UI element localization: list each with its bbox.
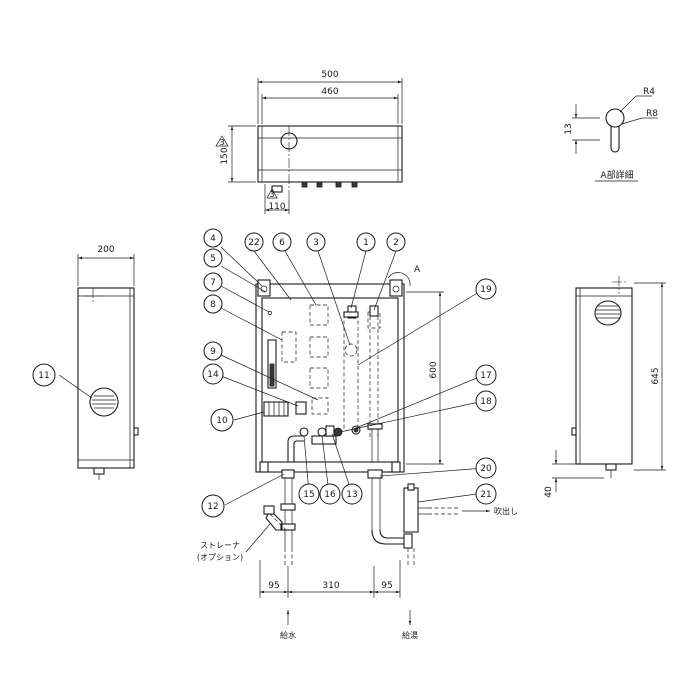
svg-text:2: 2 — [393, 238, 399, 248]
callout-21: 21 — [475, 483, 497, 505]
detail-dim-13: 13 — [564, 123, 574, 134]
callout-8: 8 — [203, 294, 223, 314]
top-view-body — [257, 125, 403, 183]
callout-12: 12 — [201, 494, 225, 518]
svg-text:13: 13 — [346, 490, 357, 500]
left-side-view: 200 — [77, 245, 139, 480]
svg-text:1: 1 — [363, 238, 369, 248]
strainer-label-1: ストレーナ — [200, 541, 240, 550]
callout-16: 16 — [319, 483, 341, 505]
callout-11: 11 — [32, 363, 56, 387]
callout-9: 9 — [203, 341, 223, 361]
callout-17: 17 — [475, 364, 497, 386]
callout-10: 10 — [210, 408, 234, 432]
callout-7: 7 — [203, 272, 223, 292]
top-view: 500 460 150 3 110 3 — [215, 70, 403, 214]
spout-label: 吹出し — [494, 506, 518, 516]
svg-text:19: 19 — [480, 285, 492, 295]
callout-bubbles: 1 2 3 4 5 6 7 8 9 10 11 12 13 14 15 16 1… — [32, 228, 497, 518]
right-side-vent — [594, 300, 622, 326]
callout-6: 6 — [272, 232, 292, 252]
view-a-marker: A — [414, 265, 421, 275]
strainer-label-2: (オプション) — [197, 553, 243, 562]
hot-water-label: 給湯 — [402, 630, 418, 640]
bottom-dimensions: 95 310 95 給水 給湯 ストレーナ (オプション) — [197, 523, 418, 640]
rev-mark-1: 3 — [219, 138, 224, 147]
svg-text:3: 3 — [313, 238, 319, 248]
svg-text:20: 20 — [480, 464, 492, 474]
dim-645: 645 — [651, 367, 661, 384]
callout-15: 15 — [298, 483, 320, 505]
svg-text:10: 10 — [216, 416, 228, 426]
callout-5: 5 — [203, 248, 223, 268]
detail-caption: A部詳細 — [600, 169, 633, 181]
svg-text:14: 14 — [207, 370, 219, 380]
front-view-outer — [255, 283, 405, 473]
detail-a: 13 R4 R8 A部詳細 — [564, 87, 658, 182]
front-view: 600 A — [255, 265, 444, 479]
svg-text:12: 12 — [207, 502, 218, 512]
dim-150: 150 — [220, 147, 230, 164]
svg-text:17: 17 — [480, 371, 491, 381]
svg-text:6: 6 — [279, 238, 285, 248]
callout-2: 2 — [386, 232, 406, 252]
callout-22: 22 — [244, 232, 264, 252]
dim-600: 600 — [429, 361, 439, 378]
dim-500: 500 — [321, 70, 338, 80]
svg-text:7: 7 — [210, 278, 216, 288]
callout-14: 14 — [202, 363, 224, 385]
svg-text:9: 9 — [210, 347, 216, 357]
svg-text:8: 8 — [210, 300, 216, 310]
dim-460: 460 — [321, 87, 338, 97]
callout-19: 19 — [475, 278, 497, 300]
right-side-body — [575, 287, 633, 465]
svg-text:16: 16 — [324, 490, 336, 500]
dim-95-right: 95 — [381, 581, 392, 591]
callout-18: 18 — [475, 390, 497, 412]
dim-110: 110 — [268, 202, 285, 212]
svg-text:22: 22 — [248, 238, 259, 248]
detail-r4: R4 — [643, 87, 655, 97]
right-side-view: 645 40 — [544, 276, 666, 498]
front-view-inner — [261, 297, 399, 463]
rev-mark-2: 3 — [269, 190, 274, 199]
dim-310: 310 — [322, 581, 339, 591]
detail-r8: R8 — [646, 109, 658, 119]
left-side-vent — [89, 387, 119, 417]
callout-3: 3 — [306, 232, 326, 252]
svg-text:15: 15 — [303, 490, 314, 500]
callout-1: 1 — [356, 232, 376, 252]
water-supply-label: 給水 — [280, 630, 296, 640]
dim-40: 40 — [544, 486, 554, 498]
callout-20: 20 — [475, 457, 497, 479]
callout-leaders — [58, 246, 486, 506]
svg-text:11: 11 — [38, 371, 49, 381]
external-piping: 吹出し — [263, 478, 518, 565]
svg-text:18: 18 — [480, 397, 492, 407]
left-side-body — [77, 287, 135, 469]
callout-4: 4 — [203, 228, 223, 248]
svg-text:4: 4 — [210, 234, 216, 244]
svg-text:21: 21 — [480, 490, 491, 500]
callout-13: 13 — [341, 483, 363, 505]
dim-200: 200 — [97, 245, 114, 255]
svg-text:5: 5 — [210, 254, 216, 264]
dim-95-left: 95 — [268, 581, 279, 591]
